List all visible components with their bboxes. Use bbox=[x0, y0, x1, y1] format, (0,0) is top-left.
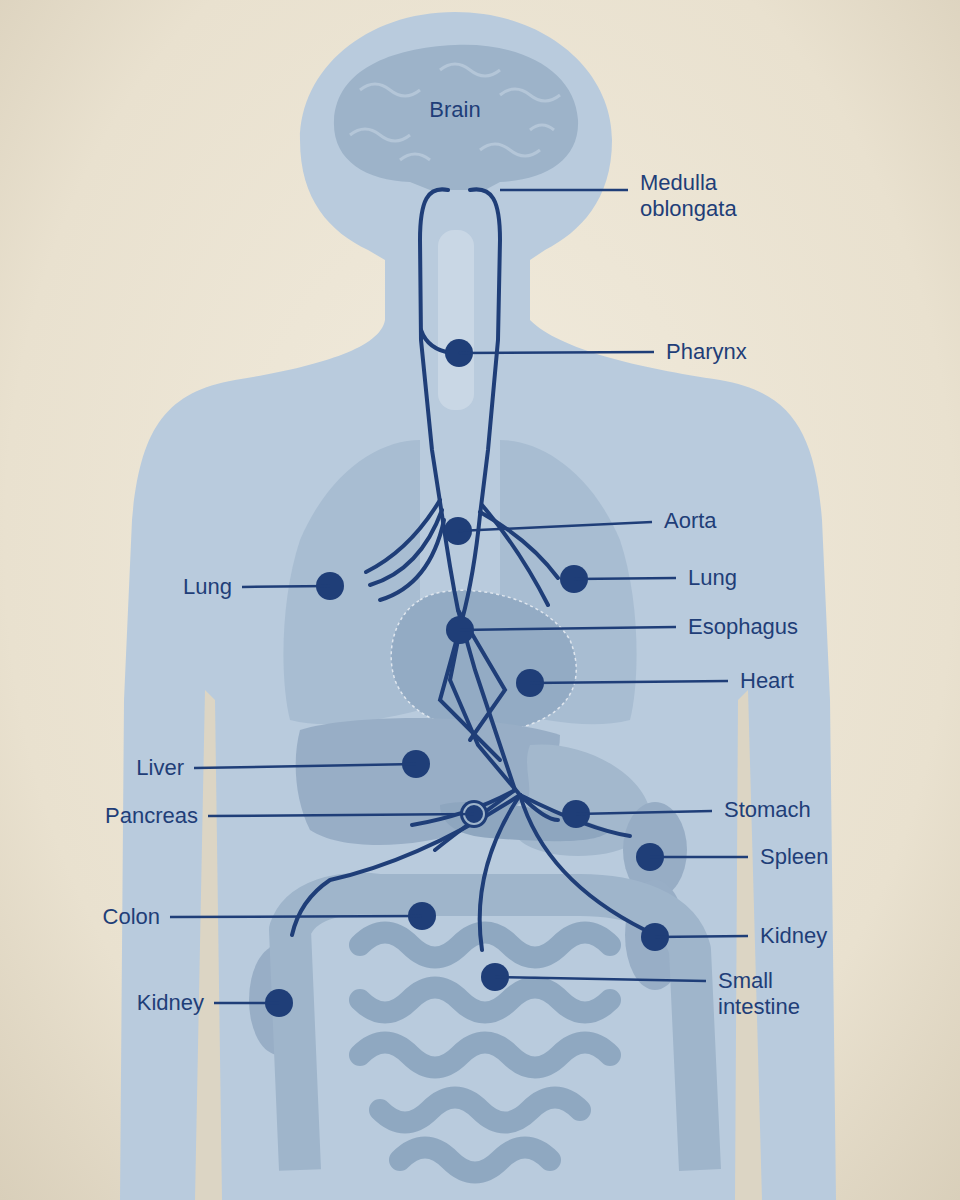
lung-label: Lung bbox=[688, 565, 737, 591]
brain-folds bbox=[350, 64, 560, 160]
pharynx-label: Pharynx bbox=[666, 339, 747, 365]
arm-gap-right bbox=[735, 690, 762, 1200]
body-silhouette bbox=[120, 12, 836, 1200]
kidney-label: Kidney bbox=[137, 990, 204, 1016]
heart-label: Heart bbox=[740, 668, 794, 694]
small-intestine-shape bbox=[360, 933, 610, 1173]
brain-label: Brain bbox=[429, 97, 480, 123]
vagus-nerve bbox=[292, 189, 645, 950]
medulla-label: Medulla oblongata bbox=[640, 170, 780, 222]
pancreas-label: Pancreas bbox=[105, 803, 198, 829]
trachea bbox=[438, 230, 474, 410]
kidney-label: Kidney bbox=[760, 923, 827, 949]
stomach-label: Stomach bbox=[724, 797, 811, 823]
leader-lines bbox=[170, 190, 748, 1003]
brain-shape bbox=[334, 45, 578, 190]
spleen-label: Spleen bbox=[760, 844, 829, 870]
lung-label: Lung bbox=[183, 574, 232, 600]
aorta-label: Aorta bbox=[664, 508, 717, 534]
small-intestine-label: Small intestine bbox=[718, 968, 840, 1020]
esophagus-label: Esophagus bbox=[688, 614, 798, 640]
liver-label: Liver bbox=[136, 755, 184, 781]
colon-label: Colon bbox=[103, 904, 160, 930]
heart-shape bbox=[391, 590, 576, 731]
